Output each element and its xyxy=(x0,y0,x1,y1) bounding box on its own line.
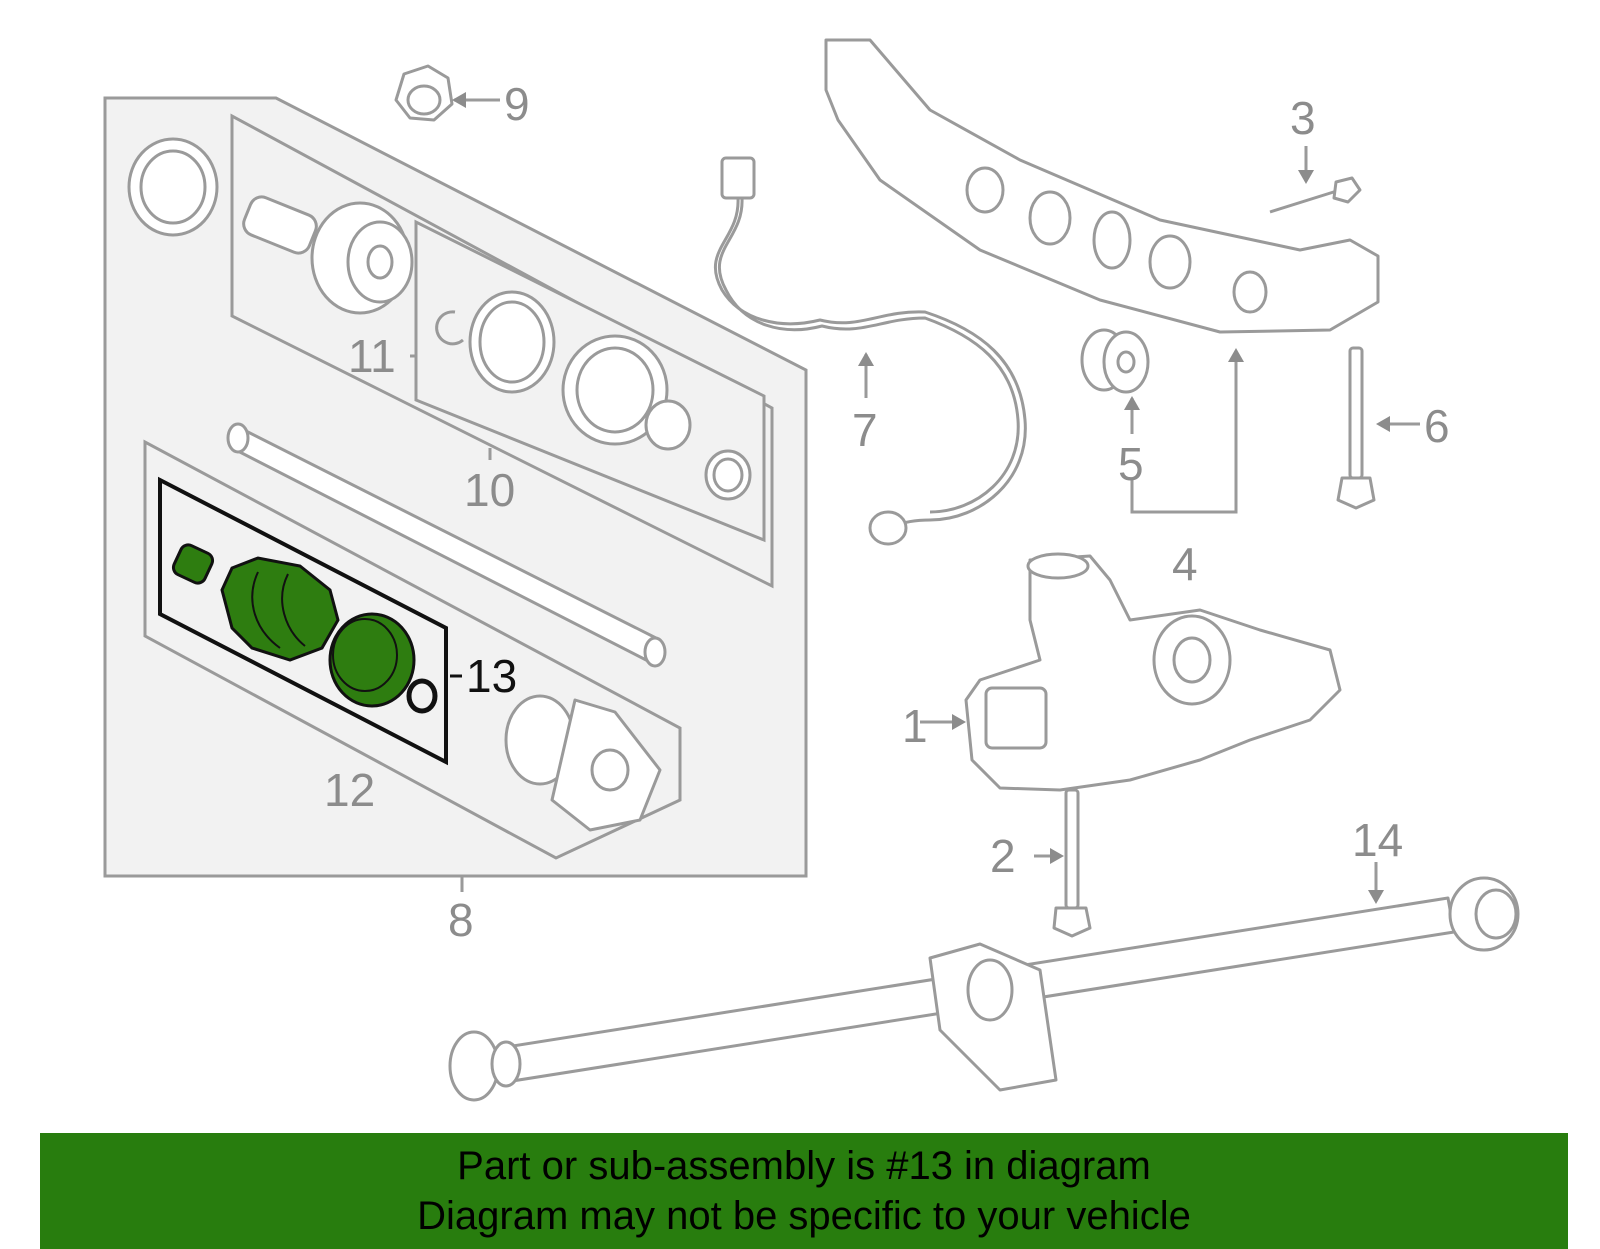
bolt-6[interactable] xyxy=(1336,346,1420,510)
callout-14: 14 xyxy=(1352,814,1403,866)
callout-12: 12 xyxy=(324,764,375,816)
propeller-shaft-14[interactable] xyxy=(448,862,1520,1102)
seal-ring[interactable] xyxy=(127,137,219,237)
callout-6: 6 xyxy=(1424,400,1450,452)
differential-1[interactable] xyxy=(920,552,1342,792)
parts-diagram: 1 2 3 4 5 6 7 8 9 10 11 12 13 14 xyxy=(103,38,1520,1102)
bushing-5[interactable] xyxy=(1080,328,1150,434)
nut-9[interactable] xyxy=(394,64,500,122)
wiring-harness-7[interactable] xyxy=(714,156,1027,546)
callout-5: 5 xyxy=(1118,438,1144,490)
callout-4: 4 xyxy=(1172,538,1198,590)
inner-joint-housing[interactable] xyxy=(504,694,662,832)
subassembly-13-box[interactable] xyxy=(158,476,448,766)
highlighted-part-13[interactable] xyxy=(171,542,438,714)
crossmember-4[interactable] xyxy=(824,38,1380,514)
callout-9: 9 xyxy=(504,78,530,130)
callout-11: 11 xyxy=(348,330,396,382)
boot-kit-10[interactable] xyxy=(435,290,752,501)
callout-13: 13 xyxy=(466,650,517,702)
callout-3: 3 xyxy=(1290,92,1316,144)
callout-8: 8 xyxy=(448,894,474,946)
callout-7: 7 xyxy=(852,404,878,456)
callout-10: 10 xyxy=(464,464,515,516)
axle-shaft[interactable] xyxy=(226,422,667,668)
banner-line-1: Part or sub-assembly is #13 in diagram xyxy=(457,1144,1151,1188)
info-banner: Part or sub-assembly is #13 in diagram D… xyxy=(40,1133,1568,1249)
callout-1: 1 xyxy=(902,700,928,752)
bolt-3[interactable] xyxy=(1269,146,1362,214)
bolt-2[interactable] xyxy=(1034,788,1092,938)
callout-2: 2 xyxy=(990,830,1016,882)
outer-cv-joint[interactable] xyxy=(240,193,414,315)
banner-line-2: Diagram may not be specific to your vehi… xyxy=(417,1194,1191,1238)
